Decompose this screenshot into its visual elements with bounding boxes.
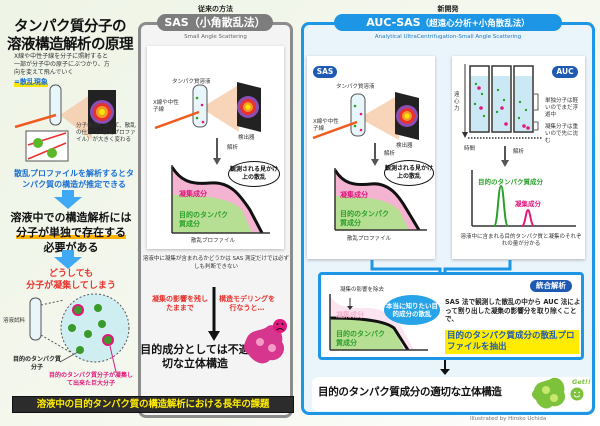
auc-tag: AUC	[552, 66, 578, 78]
sas-card-detector-label: 検出器	[396, 143, 413, 149]
beam	[154, 110, 200, 130]
final-down-arrow-icon	[440, 360, 450, 375]
auc-distribution-chart	[471, 170, 576, 227]
auc-agg-note: 凝集分子は重いので先に沈む	[545, 124, 579, 144]
auc-target-peak-label: 目的のタンパク質成分	[478, 178, 543, 186]
sas-profile-label: 散乱プロファイル	[191, 238, 236, 244]
requirement-statement: 溶液中での構造解析には 分子が単独で存在する 必要がある	[6, 210, 136, 255]
good-structure-icon	[532, 377, 566, 409]
sas-residual-warning: 凝集の影響を残したままで	[152, 295, 208, 312]
target-peak	[493, 184, 509, 227]
scattering-illustration	[14, 84, 116, 162]
sas-tag: SAS	[313, 66, 337, 78]
auc-single-note: 単独分子は軽いのでまだ浮遊中	[545, 98, 579, 118]
auc-sas-title-jp: （超遠心分析+小角散乱法）	[420, 19, 530, 29]
true-scattering-bubble: 本当に知りたい目的成分の散乱	[384, 295, 440, 325]
sas-setup-illustration	[154, 82, 261, 132]
sas-beam-label: X線や中性子線	[153, 100, 179, 113]
sas-card-observed-bubble: 観測される見かけ上の散乱	[384, 160, 434, 186]
final-result: 目的のタンパク質成分の適切な立体構造	[318, 386, 502, 398]
requirement-line2: 分子が単独で存在する	[6, 225, 136, 240]
integrated-agg-component: 凝集成分	[336, 311, 364, 319]
left-title-line2: 溶液構造解析の原理	[7, 37, 134, 53]
aggregate-label: 目的のタンパク質分子が凝集して出来た巨大分子	[48, 372, 133, 387]
sas-card-target-component: 目的のタンパク質成分	[340, 210, 389, 227]
sas-card-setup-illustration	[312, 92, 419, 140]
sas-analysis-arrow-icon	[213, 138, 221, 165]
integrated-profile-chart	[329, 294, 428, 351]
sas-target-component: 目的のタンパク質成分	[179, 211, 228, 228]
removal-label: 凝集の影響を除去	[340, 287, 385, 293]
target-molecule-label: 目的のタンパク質分子	[12, 356, 61, 371]
auc-sas-title-main: AUC-SAS	[366, 16, 421, 29]
scattering-change-note: 分子構造によって、散乱の仕方（=散乱プロファイル）が大きく変わる	[76, 123, 136, 143]
aggregation-warning-line1: どうしても	[48, 269, 94, 279]
long-standing-problem-banner: 溶液中の目的タンパク質の構造解析における長年の課題	[12, 396, 294, 413]
sas-observed-bubble: 観測される見かけ上の散乱	[228, 161, 280, 187]
left-title: タンパク質分子の 溶液構造解析の原理	[4, 18, 136, 54]
get-label: Get!!	[572, 378, 591, 386]
test-tube	[49, 84, 62, 126]
sample-label: 溶液試料	[3, 318, 26, 324]
sas-analysis-label: 解析	[227, 145, 239, 151]
sas-agg-component: 凝集成分	[179, 190, 207, 198]
requirement-line1: 溶液中での構造解析には	[10, 211, 132, 224]
sas-detector-label: 検出器	[238, 135, 255, 141]
aggregation-warning: どうしても 分子が凝集してしまう	[6, 268, 136, 292]
aggregation-warning-line2: 分子が凝集してしまう	[26, 281, 116, 291]
sas-card-analysis-arrow-icon	[371, 143, 379, 166]
aggregation-illustration	[29, 293, 130, 373]
sas-card-solution-label: タンパク質溶液	[336, 84, 375, 90]
target-area	[172, 195, 252, 233]
auc-agg-peak-label: 凝集成分	[515, 200, 541, 208]
auc-axis-time: 時間	[464, 146, 476, 152]
sas-solution-label: タンパク質溶液	[172, 79, 211, 85]
scatter-cone	[60, 95, 92, 140]
aggregate-peak	[521, 208, 535, 227]
auc-analysis-label: 解析	[513, 149, 525, 155]
auc-analysis-arrow-icon	[501, 146, 509, 167]
down-arrow-icon	[54, 250, 82, 269]
auc-cells-illustration	[462, 64, 542, 139]
integrated-explanation: SAS 法で観測した散乱の中から AUC 法によって割り出した凝集の影響分を取り…	[445, 298, 581, 323]
sas-result: 目的成分としては不適切な立体構造	[140, 343, 250, 370]
integrated-target-component: 目的のタンパク質成分	[336, 330, 385, 347]
sas-card-beam-label: X線や中性子線	[313, 119, 339, 132]
sas-subtitle: Small Angle Scattering	[184, 34, 247, 40]
test-tube	[192, 84, 208, 128]
sas-card-agg-component: 凝集成分	[340, 191, 368, 199]
sas-card-profile-chart	[333, 168, 427, 231]
auc-sas-header-label: 新開発	[437, 5, 459, 13]
sas-limitation-note: 溶液中に凝集が含まれるかどうかは SAS 測定だけでは必ずしも判断できない	[142, 256, 290, 270]
illustration-credit: Illustrated by Hiroko Uchida	[470, 416, 547, 422]
sas-profile-chart	[170, 165, 270, 234]
sas-modeling-warning: 構造モデリングを行なうと…	[219, 295, 275, 312]
scattering-intro: X線や中性子線を分子に照射すると一部が分子中の原子にぶつかり、方向を変えて飛んで…	[14, 53, 110, 76]
scattering-phenomenon: =散乱現象	[14, 77, 48, 87]
requirement-line3: 必要がある	[43, 241, 99, 254]
down-arrow-icon	[54, 190, 82, 209]
sad-face-icon	[273, 319, 287, 333]
sas-title-pill: SAS（小角散乱法）	[157, 14, 273, 31]
auc-sas-title-pill: AUC-SAS（超遠心分析+小角散乱法）	[334, 14, 562, 31]
left-title-line1: タンパク質分子の	[14, 19, 127, 35]
structure-box	[25, 130, 69, 162]
bad-structure-icon	[244, 325, 285, 364]
sas-header-label: 従来の方法	[198, 5, 233, 13]
integrated-tag: 統合解析	[530, 280, 572, 292]
auc-result-note: 溶液中に含まれる目的タンパク質と凝集のそれぞれの量が分かる	[460, 234, 582, 247]
sas-card-profile-label: 散乱プロファイル	[347, 236, 392, 242]
integrated-highlight: 目的のタンパク質成分の散乱プロファイルを抽出	[445, 330, 579, 354]
observed-curve	[170, 166, 264, 234]
beam	[14, 113, 57, 129]
auc-axis-force: 遠心力	[454, 92, 460, 112]
smile-face-icon	[570, 387, 584, 401]
sample-tube	[29, 297, 42, 341]
requirement-highlight: 分子が単独で存在する	[16, 226, 126, 239]
sas-card-analysis-label: 解析	[384, 151, 396, 157]
profile-statement: 散乱プロファイルを解析するとタンパク質の構造が推定できる	[14, 169, 134, 189]
sas-down-arrow-icon	[208, 287, 220, 341]
auc-sas-subtitle: Analytical UltraCentrifugation-Small Ang…	[374, 34, 522, 40]
corrected-curve	[329, 316, 410, 351]
